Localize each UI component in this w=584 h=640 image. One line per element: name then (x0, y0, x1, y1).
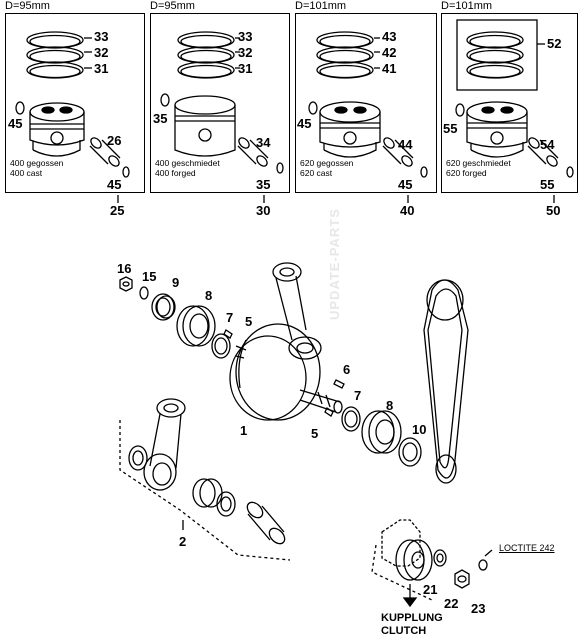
part-35b-p2: 35 (256, 177, 271, 192)
ring-set-2 (177, 31, 240, 79)
part-1: 1 (240, 423, 248, 438)
caption-3-en: 620 cast (300, 168, 333, 178)
part-45-p3: 45 (297, 116, 312, 131)
caption-3-de: 620 gegossen (300, 158, 354, 168)
piston-1 (15, 101, 130, 203)
caption-1-en: 400 cast (10, 168, 43, 178)
part-9: 9 (172, 275, 180, 290)
diameter-label-1: D=95mm (5, 0, 50, 12)
caption-4-en: 620 forged (446, 168, 487, 178)
conrod-kit (119, 398, 291, 561)
part-44-p3: 44 (398, 137, 413, 152)
part-2: 2 (179, 534, 187, 549)
part-7-left: 7 (226, 310, 234, 325)
part-8-right: 8 (386, 398, 394, 413)
part-32-p2: 32 (238, 45, 253, 60)
part-31-p2: 31 (238, 61, 253, 76)
assembly-30: 30 (256, 203, 271, 218)
part-21: 21 (423, 582, 438, 597)
piston-4 (455, 101, 574, 203)
caption-4-de: 620 geschmiedet (446, 158, 511, 168)
part-35-p2: 35 (153, 111, 168, 126)
diameter-label-3: D=101mm (295, 0, 347, 12)
part-55b-p4: 55 (540, 177, 555, 192)
part-43-p3: 43 (382, 29, 397, 44)
assembly-40: 40 (400, 203, 415, 218)
part-8-left: 8 (205, 288, 213, 303)
clutch-label-de: KUPPLUNG (381, 612, 443, 624)
piston-2 (160, 93, 284, 203)
part-32-p1: 32 (94, 45, 109, 60)
part-26-p1: 26 (107, 133, 122, 148)
clutch-label-en: CLUTCH (381, 625, 427, 637)
part-45b-p3: 45 (398, 177, 413, 192)
part-6: 6 (343, 362, 351, 377)
part-23: 23 (471, 601, 486, 616)
part-16: 16 (117, 261, 132, 276)
loctite-label: LOCTITE 242 (499, 543, 555, 553)
clutch-label: KUPPLUNG CLUTCH (381, 612, 443, 638)
diameter-label-2: D=95mm (150, 0, 195, 12)
crankshaft-assembly (119, 262, 469, 484)
piston-panel-4 (441, 13, 578, 193)
ring-set-1 (26, 31, 92, 79)
diameter-label-4: D=101mm (441, 0, 493, 12)
clutch-gear (371, 519, 493, 608)
part-34-p2: 34 (256, 135, 271, 150)
part-42-p3: 42 (382, 45, 397, 60)
ring-set-3 (316, 31, 380, 79)
piston-panel-1 (5, 13, 145, 193)
part-33-p1: 33 (94, 29, 109, 44)
caption-2-en: 400 forged (155, 168, 196, 178)
part-55-p4: 55 (443, 121, 458, 136)
piston-panel-3 (295, 13, 437, 193)
caption-2-de: 400 geschmiedet (155, 158, 220, 168)
watermark: UPDATE-PARTS (327, 208, 342, 320)
assembly-25: 25 (110, 203, 125, 218)
assembly-50: 50 (546, 203, 561, 218)
part-10: 10 (412, 422, 427, 437)
part-54-p4: 54 (540, 137, 555, 152)
part-33-p2: 33 (238, 29, 253, 44)
ring-set-4 (456, 19, 545, 91)
part-45-p1: 45 (8, 116, 23, 131)
part-22: 22 (444, 596, 459, 611)
part-5-right: 5 (311, 426, 319, 441)
part-7-right: 7 (354, 388, 362, 403)
piston-3 (308, 101, 428, 203)
part-45b-p1: 45 (107, 177, 122, 192)
caption-1-de: 400 gegossen (10, 158, 64, 168)
part-41-p3: 41 (382, 61, 397, 76)
part-31-p1: 31 (94, 61, 109, 76)
part-52-p4: 52 (547, 36, 562, 51)
part-15: 15 (142, 269, 157, 284)
part-5-left: 5 (245, 314, 253, 329)
piston-panel-2 (150, 13, 290, 193)
